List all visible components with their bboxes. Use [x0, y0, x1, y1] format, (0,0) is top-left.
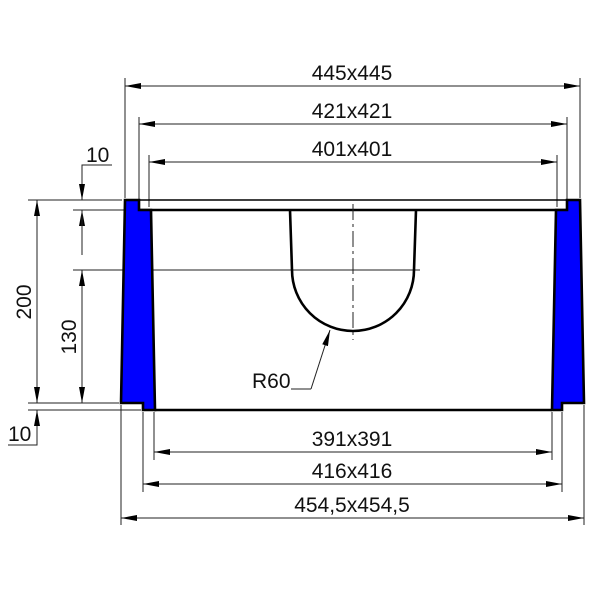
- top-extension-lines: [124, 78, 581, 210]
- dim-200: 200: [13, 200, 40, 403]
- dim-421: 421x421: [139, 100, 567, 127]
- dim-416: 416x416: [143, 460, 562, 487]
- dim-label-130: 130: [58, 319, 81, 354]
- bottom-extension-lines: [120, 405, 585, 525]
- dim-454-5: 454,5x454,5: [121, 494, 584, 521]
- dim-label-445: 445x445: [312, 62, 393, 85]
- dim-label-416: 416x416: [312, 460, 393, 483]
- dim-391: 391x391: [154, 428, 552, 455]
- dim-label-454-5: 454,5x454,5: [294, 494, 410, 517]
- radius-label: R60: [252, 370, 291, 393]
- dim-label-bottom-10: 10: [8, 423, 31, 446]
- dim-445: 445x445: [125, 62, 580, 89]
- dim-401: 401x401: [149, 138, 557, 165]
- inlet-opening-outline: [288, 209, 418, 333]
- dim-label-391: 391x391: [312, 428, 393, 451]
- dim-label-421: 421x421: [312, 100, 393, 123]
- right-wall-section: [550, 198, 586, 412]
- left-extension-lines: [28, 199, 418, 411]
- dim-label-top-10: 10: [86, 144, 109, 167]
- radius-leader: R60: [252, 329, 331, 393]
- dim-label-401: 401x401: [312, 138, 393, 161]
- dim-top-10: 10: [79, 144, 112, 255]
- dim-130: 130: [58, 270, 85, 403]
- dim-label-200: 200: [13, 284, 36, 319]
- left-wall-section: [119, 198, 157, 412]
- dim-bottom-10: 10: [8, 410, 40, 446]
